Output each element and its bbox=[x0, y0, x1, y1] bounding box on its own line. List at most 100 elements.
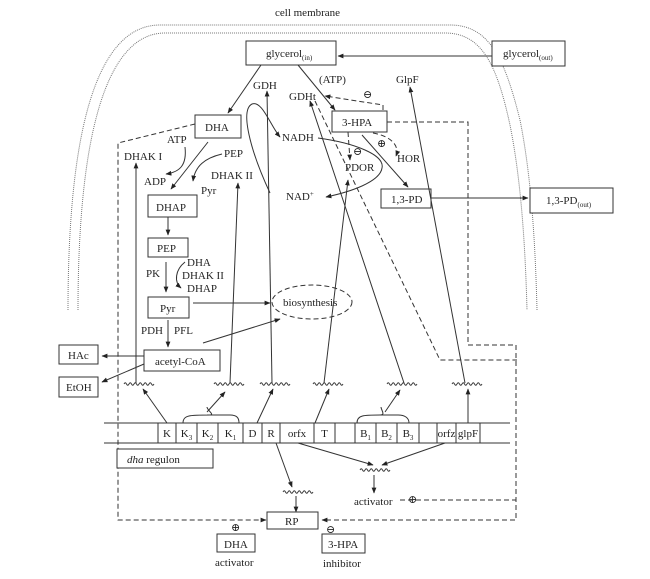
arrow-k-to-dhak2 bbox=[229, 182, 241, 384]
gene-cell-k3: K3 bbox=[181, 428, 193, 442]
pyr-label: Pyr bbox=[160, 303, 176, 315]
dhap-label: DHAP bbox=[156, 202, 186, 214]
atp-label: ATP bbox=[167, 134, 187, 146]
glycerol-out-label: glycerol bbox=[503, 48, 539, 60]
acetyl-coa-label: acetyl-CoA bbox=[155, 356, 206, 368]
mrna-wave bbox=[386, 382, 418, 386]
arrow-gene-t-to-mrna bbox=[314, 388, 330, 424]
dha-activator-node: DHA bbox=[216, 533, 256, 553]
gene-cell-r: R bbox=[267, 428, 275, 440]
mrna-wave bbox=[123, 382, 155, 386]
nad-sup: + bbox=[310, 190, 314, 198]
glycerol-in-label: glycerol bbox=[266, 48, 302, 60]
dha-small-label: DHA bbox=[187, 257, 211, 269]
biosynthesis-label: biosynthesis bbox=[283, 297, 337, 309]
svg-text:1,3-PD(out): 1,3-PD(out) bbox=[546, 195, 592, 209]
3hpa-inhibitor-node: 3-HPA bbox=[321, 533, 366, 554]
13pd-node: 1,3-PD bbox=[380, 188, 432, 209]
dashed-3hpa-to-rp bbox=[321, 121, 517, 523]
nadh-label: NADH bbox=[282, 132, 314, 144]
inhibitor-bottom-label: inhibitor bbox=[323, 558, 361, 570]
3hpa-node: 3-HPA bbox=[331, 110, 388, 133]
13pd-out-node: 1,3-PD(out) bbox=[529, 187, 614, 214]
svg-text:glycerol(in): glycerol(in) bbox=[266, 48, 313, 62]
pdh-label: PDH bbox=[141, 325, 163, 337]
mrna-wave bbox=[282, 490, 314, 494]
mrna-wave bbox=[312, 382, 344, 386]
gene-cell-k1: K1 bbox=[225, 428, 237, 442]
arrow-dha-to-dhap-small bbox=[175, 261, 186, 289]
gdh-label: GDH bbox=[253, 80, 277, 92]
dha-label: DHA bbox=[205, 122, 229, 134]
arrow-3hpa-to-13pd bbox=[361, 134, 409, 188]
bracket-k3-k1 bbox=[182, 406, 240, 424]
rp-node: RP bbox=[266, 511, 319, 530]
gene-cell-b3: B3 bbox=[403, 428, 414, 442]
adp-label: ADP bbox=[144, 176, 166, 188]
gene-cell-k: K bbox=[163, 428, 171, 440]
arrow-acetyl-coa-to-biosynthesis bbox=[202, 318, 281, 344]
hor-label: HOR bbox=[397, 153, 421, 165]
glycerol-out-node: glycerol(out) bbox=[491, 40, 566, 67]
inhibit-gdht-sign: ⊖ bbox=[363, 89, 372, 101]
3hpa-inhibitor-minus: ⊖ bbox=[326, 524, 335, 536]
13pd-label: 1,3-PD bbox=[391, 194, 423, 206]
dha-regulon-label-box: dha regulon bbox=[116, 448, 214, 469]
gene-cell-b1: B1 bbox=[360, 428, 371, 442]
dashed-3hpa-to-hor bbox=[372, 132, 401, 157]
atp-paren-label: (ATP) bbox=[319, 74, 346, 86]
arrow-gene-r-to-mrna bbox=[275, 442, 293, 488]
pyr-node: Pyr bbox=[147, 296, 190, 319]
arrow-acetyl-coa-to-etoh bbox=[101, 363, 145, 383]
cell-membrane-label: cell membrane bbox=[275, 7, 340, 19]
etoh-label: EtOH bbox=[66, 382, 92, 394]
mrna-wave bbox=[259, 382, 291, 386]
3hpa-label: 3-HPA bbox=[342, 117, 372, 129]
arrow-atp-to-adp bbox=[165, 146, 186, 176]
glpf-label: GlpF bbox=[396, 74, 419, 86]
dashed-gdht-reactivation bbox=[314, 100, 517, 361]
dhak2-label: DHAK II bbox=[211, 170, 253, 182]
13pd-out-label: 1,3-PD bbox=[546, 195, 578, 207]
arrow-b-operon-to-mrna bbox=[384, 389, 401, 413]
hac-label: HAc bbox=[68, 350, 89, 362]
arrow-b-to-gdht bbox=[309, 100, 405, 384]
dha-activator-plus: ⊕ bbox=[231, 522, 240, 534]
svg-text:NAD+: NAD+ bbox=[286, 190, 314, 203]
rp-label: RP bbox=[285, 516, 298, 528]
mrna-wave bbox=[451, 382, 483, 386]
arrow-k-operon-to-mrna bbox=[206, 391, 226, 413]
dha-activator-box-label: DHA bbox=[224, 539, 248, 551]
acetyl-coa-node: acetyl-CoA bbox=[143, 349, 221, 372]
pyr-side-label: Pyr bbox=[201, 185, 217, 197]
arrow-d-to-gdh bbox=[264, 90, 273, 384]
glycerol-in-sub: (in) bbox=[302, 54, 313, 62]
mrna-transcripts bbox=[123, 382, 483, 494]
dashed-dha-to-rp bbox=[117, 123, 267, 523]
pep-label: PEP bbox=[157, 243, 176, 255]
svg-text:dha regulon: dha regulon bbox=[127, 454, 180, 466]
hac-node: HAc bbox=[58, 344, 99, 365]
gene-cell-orfz: orfz bbox=[438, 428, 456, 440]
pk-label: PK bbox=[146, 268, 160, 280]
activate-hor-sign: ⊕ bbox=[377, 138, 386, 150]
dhap-node: DHAP bbox=[147, 194, 198, 218]
etoh-node: EtOH bbox=[58, 376, 99, 398]
arrow-gene-d-to-mrna bbox=[256, 388, 274, 424]
3hpa-inhibitor-box-label: 3-HPA bbox=[328, 539, 358, 551]
pdor-label: PDOR bbox=[345, 162, 375, 174]
dashed-3hpa-inhibits-gdht bbox=[324, 94, 384, 110]
gene-cell-d: D bbox=[249, 428, 257, 440]
glycerol-out-sub: (out) bbox=[539, 54, 553, 62]
gene-cell-k2: K2 bbox=[202, 428, 214, 442]
arrow-nadh-to-nad bbox=[317, 137, 383, 199]
activator-mid-label: activator bbox=[354, 496, 393, 508]
biosynthesis-node: biosynthesis bbox=[271, 284, 353, 320]
pep-side-label: PEP bbox=[224, 148, 243, 160]
arrow-glycerol-to-dha bbox=[227, 64, 262, 114]
gene-cell-glpf: glpF bbox=[458, 428, 478, 440]
arrow-orfz-to-mrna bbox=[381, 442, 446, 466]
svg-text:glycerol(out): glycerol(out) bbox=[503, 48, 553, 62]
